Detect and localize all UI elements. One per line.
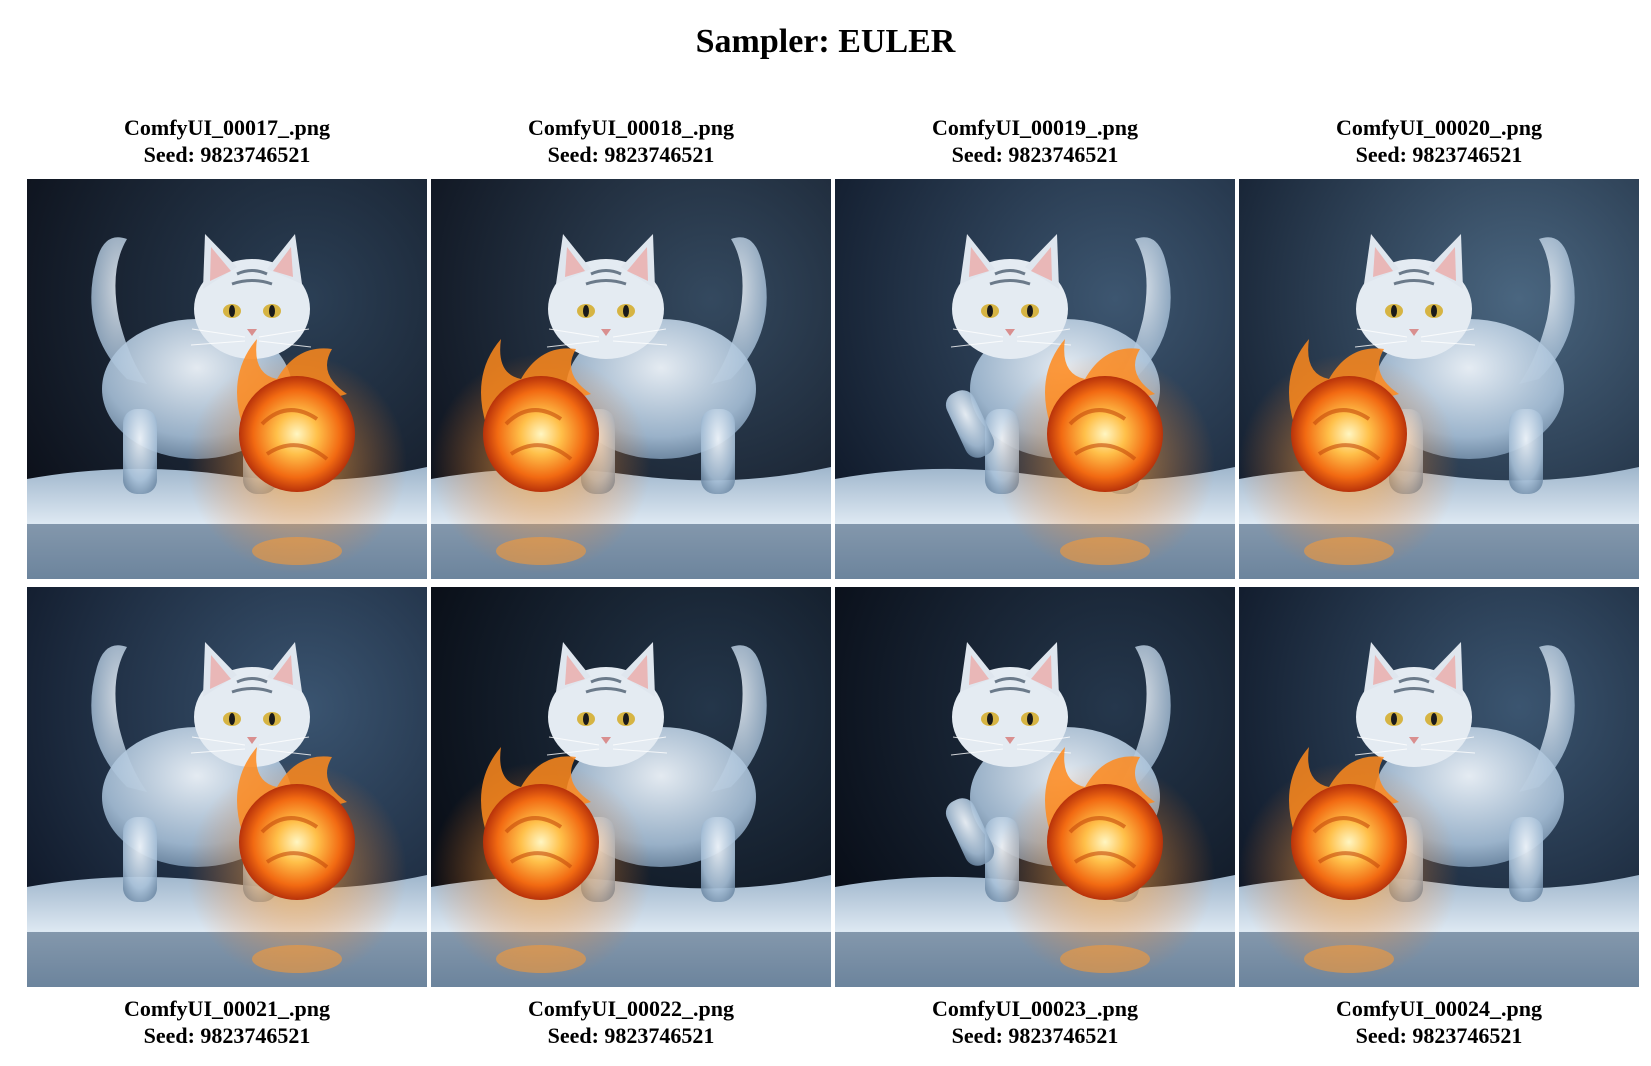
- fireball: [483, 376, 599, 492]
- image-tile[interactable]: [1239, 587, 1639, 987]
- fireball: [1047, 376, 1163, 492]
- caption-image-7: ComfyUI_00023_.png Seed: 9823746521: [835, 995, 1235, 1049]
- seed-label: Seed: 9823746521: [547, 142, 715, 167]
- fire-reflection: [252, 537, 342, 565]
- image-tile[interactable]: [27, 587, 427, 987]
- seed-label: Seed: 9823746521: [951, 142, 1119, 167]
- filename-label: ComfyUI_00018_.png: [528, 115, 734, 140]
- caption-image-2: ComfyUI_00018_.png Seed: 9823746521: [431, 114, 831, 168]
- filename-label: ComfyUI_00021_.png: [124, 996, 330, 1021]
- caption-image-8: ComfyUI_00024_.png Seed: 9823746521: [1239, 995, 1639, 1049]
- image-tile[interactable]: [431, 179, 831, 579]
- fireball: [239, 376, 355, 492]
- fireball: [1047, 784, 1163, 900]
- filename-label: ComfyUI_00023_.png: [932, 996, 1138, 1021]
- fire-reflection: [496, 945, 586, 973]
- fireball: [483, 784, 599, 900]
- caption-image-6: ComfyUI_00022_.png Seed: 9823746521: [431, 995, 831, 1049]
- image-tile[interactable]: [835, 179, 1235, 579]
- seed-label: Seed: 9823746521: [547, 1023, 715, 1048]
- page-title: Sampler: EULER: [695, 23, 956, 60]
- generated-image: [431, 587, 831, 987]
- fire-reflection: [496, 537, 586, 565]
- filename-label: ComfyUI_00024_.png: [1336, 996, 1542, 1021]
- seed-label: Seed: 9823746521: [951, 1023, 1119, 1048]
- seed-label: Seed: 9823746521: [143, 1023, 311, 1048]
- caption-image-5: ComfyUI_00021_.png Seed: 9823746521: [27, 995, 427, 1049]
- seed-label: Seed: 9823746521: [143, 142, 311, 167]
- caption-image-3: ComfyUI_00019_.png Seed: 9823746521: [835, 114, 1235, 168]
- generated-image: [1239, 587, 1639, 987]
- fireball: [1291, 784, 1407, 900]
- filename-label: ComfyUI_00019_.png: [932, 115, 1138, 140]
- caption-image-1: ComfyUI_00017_.png Seed: 9823746521: [27, 114, 427, 168]
- generated-image: [1239, 179, 1639, 579]
- filename-label: ComfyUI_00017_.png: [124, 115, 330, 140]
- filename-label: ComfyUI_00022_.png: [528, 996, 734, 1021]
- caption-image-4: ComfyUI_00020_.png Seed: 9823746521: [1239, 114, 1639, 168]
- generated-image: [27, 179, 427, 579]
- filename-label: ComfyUI_00020_.png: [1336, 115, 1542, 140]
- image-tile[interactable]: [27, 179, 427, 579]
- image-tile[interactable]: [1239, 179, 1639, 579]
- generated-image: [835, 179, 1235, 579]
- fire-reflection: [1304, 537, 1394, 565]
- fire-reflection: [1060, 537, 1150, 565]
- generated-image: [27, 587, 427, 987]
- image-tile[interactable]: [431, 587, 831, 987]
- fire-reflection: [1304, 945, 1394, 973]
- fireball: [239, 784, 355, 900]
- fire-reflection: [252, 945, 342, 973]
- seed-label: Seed: 9823746521: [1355, 142, 1523, 167]
- generated-image: [835, 587, 1235, 987]
- generated-image: [431, 179, 831, 579]
- fire-reflection: [1060, 945, 1150, 973]
- seed-label: Seed: 9823746521: [1355, 1023, 1523, 1048]
- fireball: [1291, 376, 1407, 492]
- image-tile[interactable]: [835, 587, 1235, 987]
